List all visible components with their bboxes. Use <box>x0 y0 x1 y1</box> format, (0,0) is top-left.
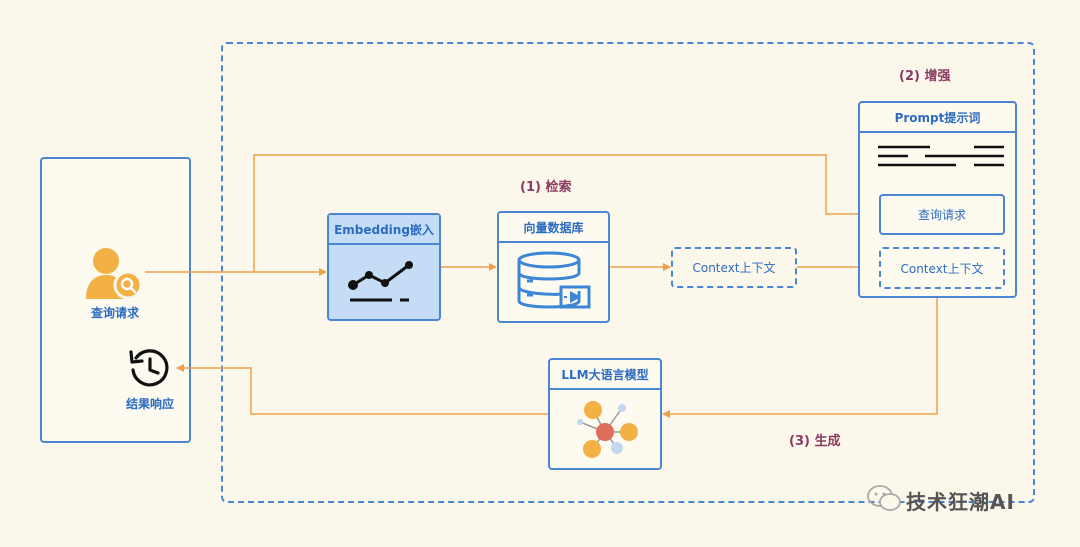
embedding-title: Embedding嵌入 <box>329 215 439 245</box>
client-query-label: 查询请求 <box>90 305 139 320</box>
embedding-node: Embedding嵌入 <box>327 213 441 321</box>
vector-db-title: 向量数据库 <box>499 213 608 243</box>
vector-db-node: 向量数据库 <box>497 211 610 323</box>
prompt-query-item: 查询请求 <box>879 194 1005 235</box>
wechat-icon <box>866 484 902 512</box>
watermark-text: 技术狂潮AI <box>906 490 1015 514</box>
text-lines-icon <box>878 145 1006 169</box>
client-panel <box>40 157 191 443</box>
arrow-query-to-prompt <box>253 154 877 272</box>
network-graph-icon <box>570 394 650 464</box>
step-generate-label: (3) 生成 <box>789 434 841 449</box>
prompt-title: Prompt提示词 <box>860 103 1015 133</box>
llm-title: LLM大语言模型 <box>550 360 660 390</box>
arrow-prompt-to-llm <box>662 297 938 418</box>
history-icon <box>128 346 172 390</box>
context-node: Context上下文 <box>671 247 797 288</box>
step-retrieve-label: (1) 检索 <box>520 180 572 195</box>
user-search-icon <box>84 245 144 301</box>
llm-node: LLM大语言模型 <box>548 358 662 470</box>
step-augment-label: (2) 增强 <box>899 69 951 84</box>
arrow-llm-to-response <box>176 364 548 415</box>
prompt-context-item: Context上下文 <box>879 247 1005 289</box>
database-icon <box>515 251 595 315</box>
prompt-node: Prompt提示词 查询请求 Context上下文 <box>858 101 1017 298</box>
client-response-label: 结果响应 <box>125 396 174 411</box>
trend-chart-icon <box>345 257 425 307</box>
